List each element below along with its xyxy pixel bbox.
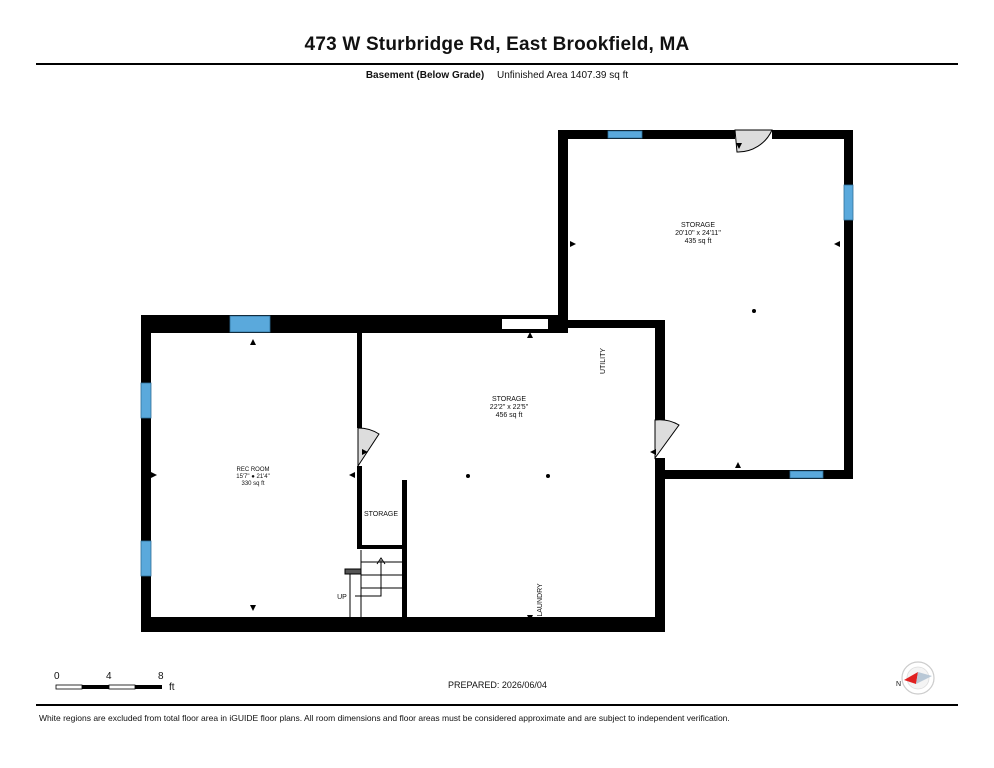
compass-icon: N [896, 661, 935, 695]
stairs [344, 550, 402, 617]
room-label-storage-large: STORAGE 20'10" x 24'11" 435 sq ft [675, 222, 721, 245]
room-name: STORAGE [681, 222, 715, 229]
wall-storage-large [558, 130, 853, 479]
scale-unit: ft [169, 682, 175, 693]
window [843, 184, 854, 221]
title-divider [36, 63, 958, 65]
room-area: 435 sq ft [685, 238, 712, 245]
floor-level-label: Basement (Below Grade) [365, 70, 485, 81]
window [789, 470, 824, 479]
door-opening-top [502, 319, 548, 329]
room-name: REC ROOM [237, 467, 270, 473]
room-area: 456 sq ft [496, 412, 523, 419]
floor-area-label: Unfinished Area 1407.39 sq ft [496, 70, 629, 81]
room-dimensions: 22'2" x 22'5" [490, 404, 529, 411]
scale-tick-8: 8 [158, 671, 164, 682]
page-title: 473 W Sturbridge Rd, East Brookfield, MA [304, 34, 690, 55]
dimension-markers [151, 143, 840, 621]
wall-main [141, 315, 665, 632]
stairs-label: UP [337, 594, 347, 601]
room-name: STORAGE [492, 396, 526, 403]
fixture-dots [466, 309, 756, 478]
room-dimensions: 20'10" x 24'11" [675, 230, 721, 237]
room-dimensions: 15'7" ● 21'4" [236, 474, 270, 480]
prepared-date: PREPARED: 2026/06/04 [448, 680, 547, 690]
windows [140, 130, 854, 577]
scale-tick-0: 0 [54, 671, 60, 682]
floor-subtitle: Basement (Below Grade) Unfinished Area 1… [0, 70, 994, 81]
door-swing-rec [357, 427, 380, 468]
scale-tick-4: 4 [106, 671, 112, 682]
room-label-storage-small: STORAGE [364, 511, 398, 518]
footer-divider [36, 704, 958, 706]
laundry-label: LAUNDRY [537, 583, 544, 617]
window [140, 540, 152, 577]
utility-label: UTILITY [600, 348, 607, 374]
scale-bar [55, 684, 162, 690]
room-label-storage-mid: STORAGE 22'2" x 22'5" 456 sq ft [490, 396, 529, 419]
room-label-rec-room: REC ROOM 15'7" ● 21'4" 330 sq ft [236, 467, 270, 487]
window [229, 315, 271, 333]
room-area: 330 sq ft [241, 481, 264, 487]
disclaimer-text: White regions are excluded from total fl… [39, 713, 730, 723]
door-swing-right [654, 419, 680, 460]
window [607, 130, 643, 139]
compass-label: N [896, 681, 901, 688]
door-swing-storage-large [734, 129, 773, 153]
window [140, 382, 152, 419]
